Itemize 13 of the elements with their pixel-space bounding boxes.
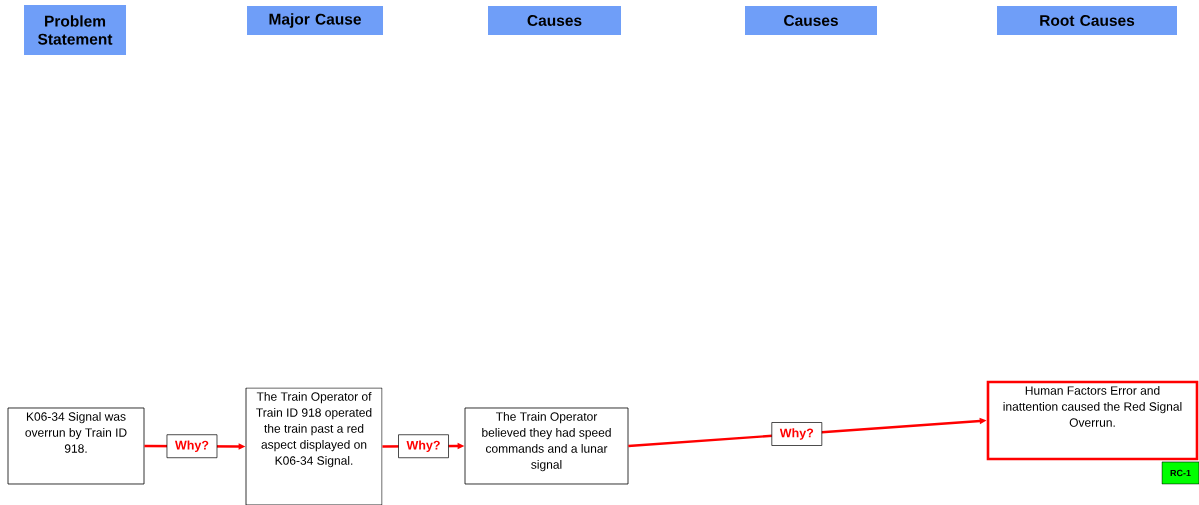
column-header: Problem Statement [24, 5, 126, 55]
id-tag: RC-1 [1161, 461, 1199, 485]
column-header: Root Causes [997, 6, 1177, 35]
edge-label: Why? [771, 422, 823, 446]
cause-box: The Train Operator believed they had speed commands and a lunar signal [464, 407, 629, 485]
edge-label: Why? [166, 434, 218, 459]
column-header: Causes [745, 6, 877, 35]
cause-box: The Train Operator of Train ID 918 operated the train past a red aspect displayed on K06-34 Signal. [245, 387, 383, 505]
cause-box: K06-34 Signal was overrun by Train ID 918. [7, 407, 145, 485]
column-header: Causes [488, 6, 621, 35]
root-cause-box: Human Factors Error and inattention caused the Red Signal Overrun. [986, 380, 1199, 461]
edge-label: Why? [398, 434, 449, 459]
column-header: Major Cause [247, 6, 383, 35]
